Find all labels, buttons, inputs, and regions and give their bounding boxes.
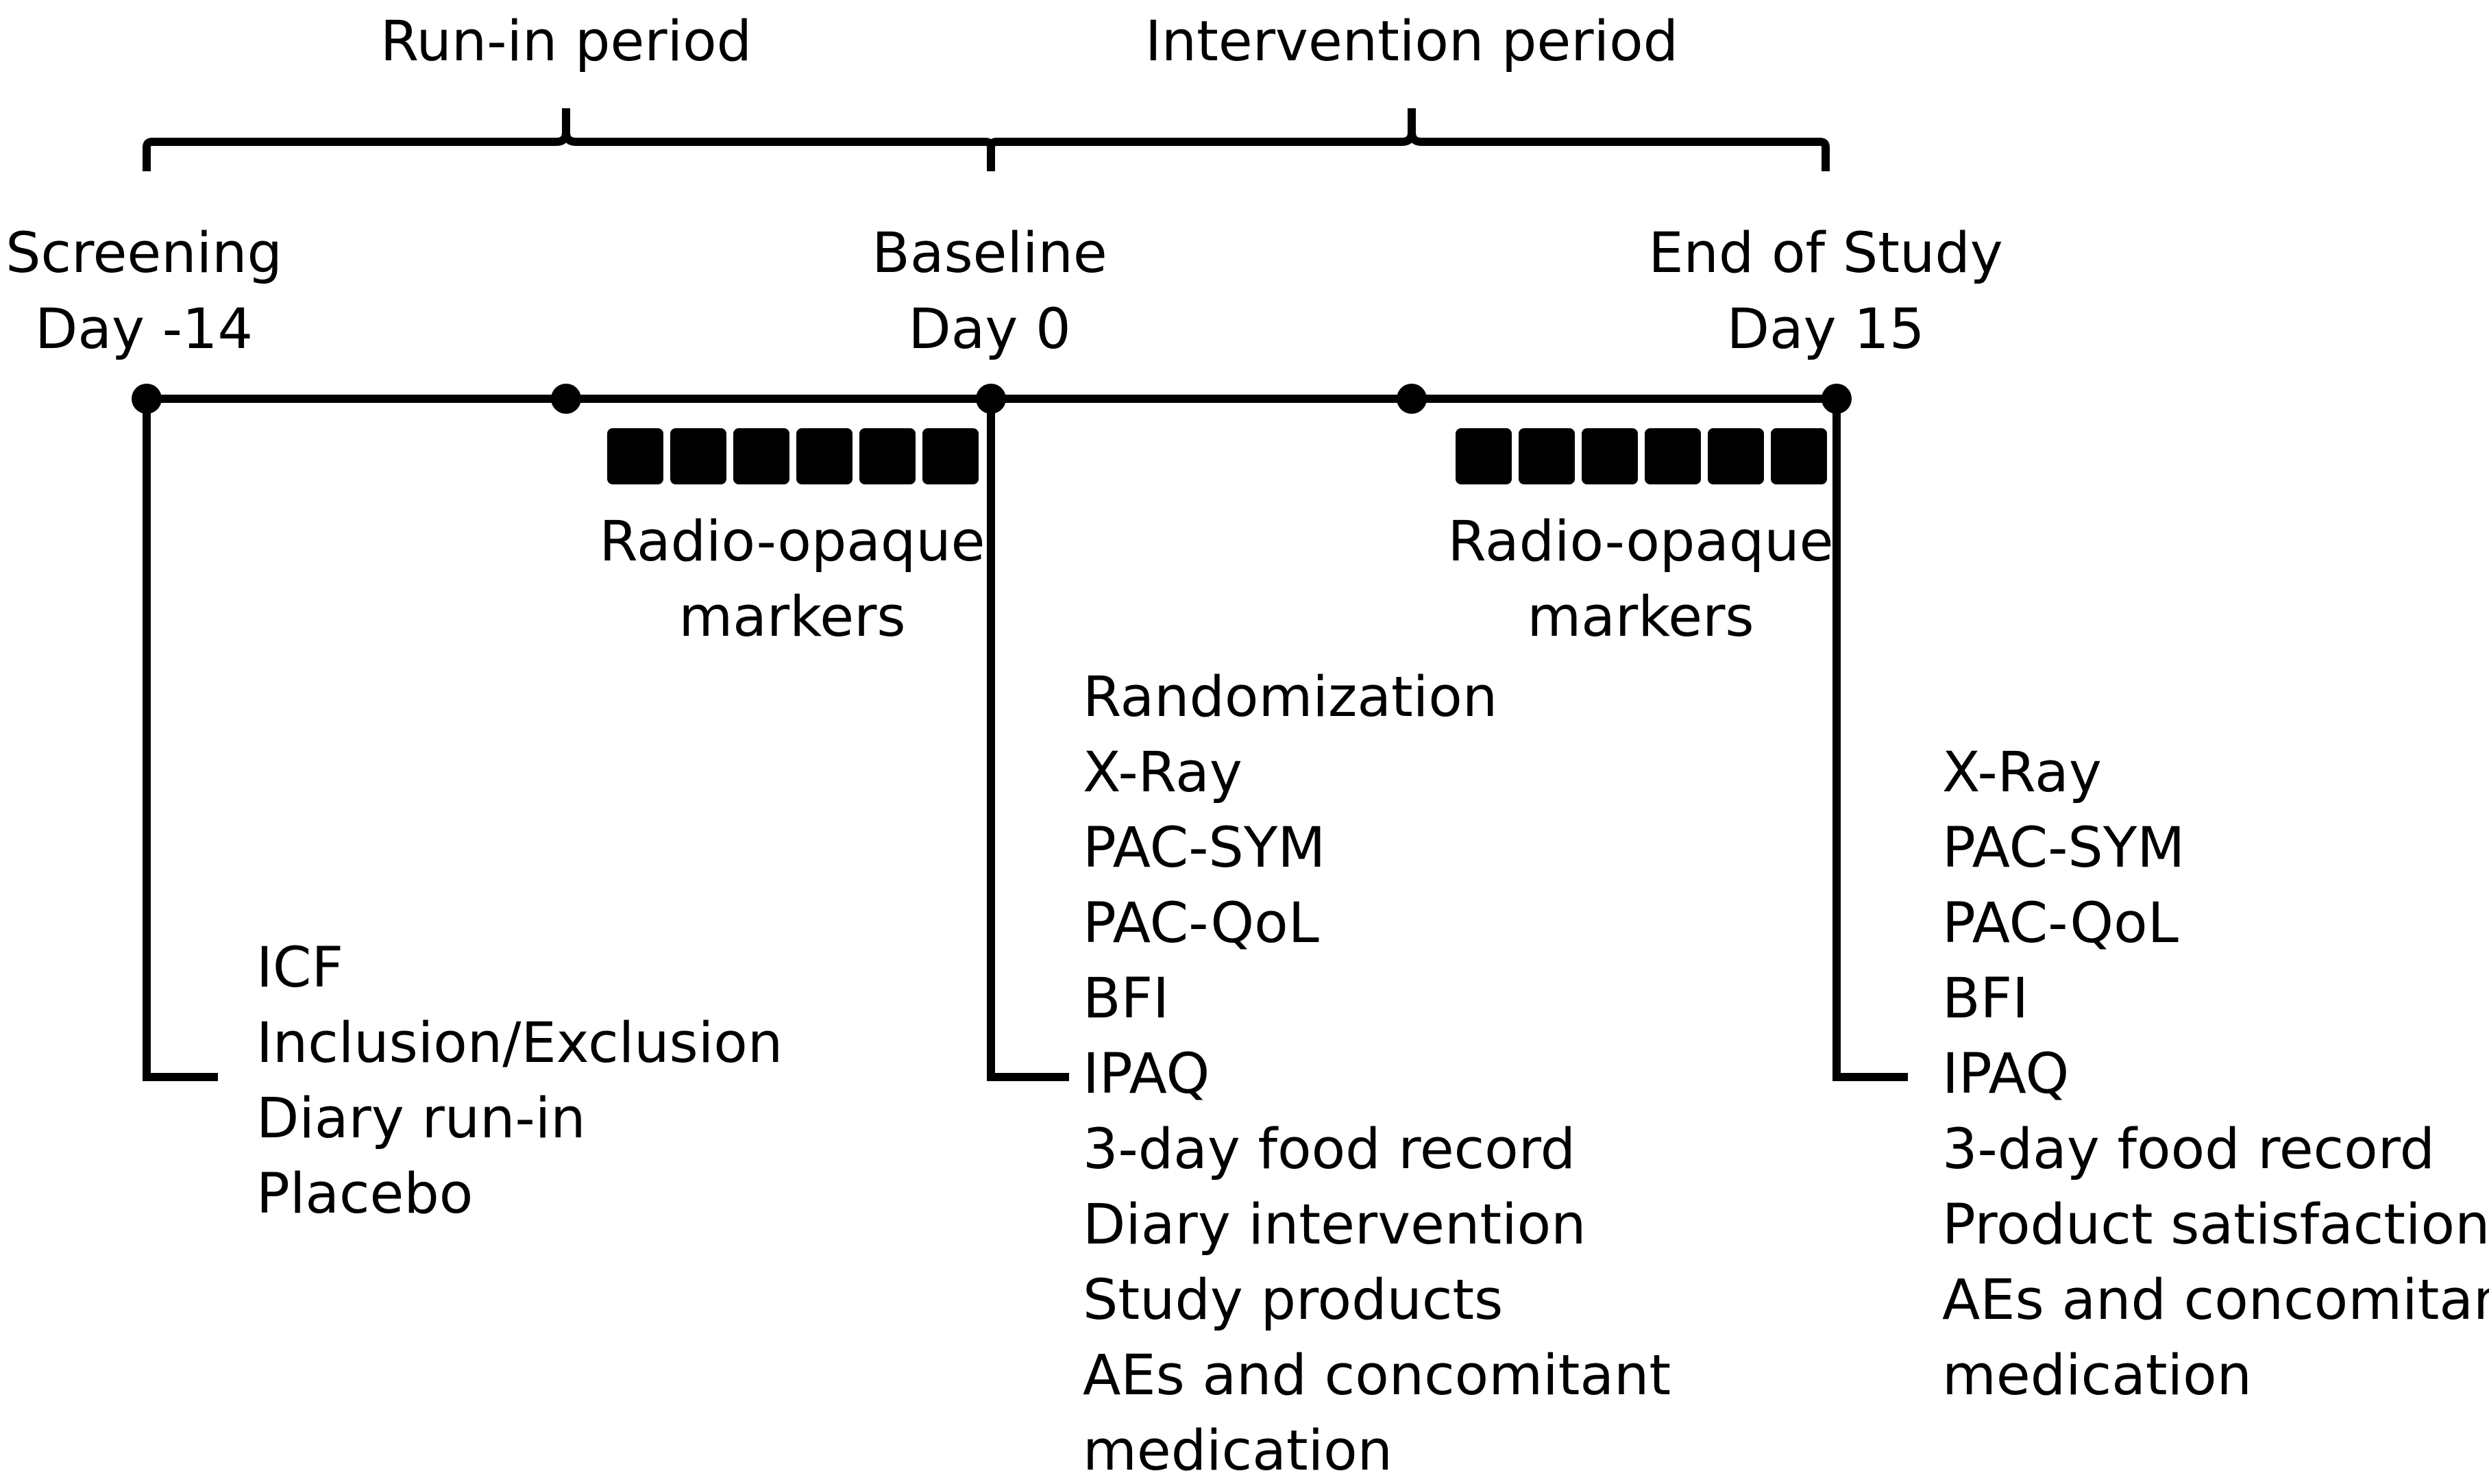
end-of-study-day-label: Day 15 <box>1727 297 1925 362</box>
list-item: IPAQ <box>1083 1042 1210 1106</box>
list-item: BFI <box>1942 967 2028 1031</box>
intervention-marker-square <box>1582 428 1638 484</box>
screening-day-label: Day -14 <box>35 297 253 362</box>
intervention-markers-label-line-1: Radio-opaque <box>1447 510 1833 574</box>
list-item: PAC-SYM <box>1942 816 2185 880</box>
list-item: Diary run-in <box>256 1087 586 1151</box>
list-item: 3-day food record <box>1942 1117 2435 1182</box>
list-item: medication <box>1083 1419 1393 1483</box>
run-in-markers-label-line-1: Radio-opaque <box>599 510 985 574</box>
intervention-marker-squares <box>1456 428 1827 484</box>
list-item: Product satisfaction <box>1942 1193 2489 1257</box>
end-of-study-connector <box>1832 399 1908 1081</box>
run-in-marker-square <box>859 428 916 484</box>
run-in-midpoint-dot <box>551 384 581 414</box>
list-item: PAC-SYM <box>1083 816 1325 880</box>
list-item: medication <box>1942 1344 2252 1408</box>
screening-label: Screening <box>5 221 282 286</box>
intervention-marker-square <box>1771 428 1827 484</box>
list-item: Randomization <box>1083 665 1497 730</box>
run-in-marker-square <box>922 428 979 484</box>
list-item: Placebo <box>256 1162 473 1226</box>
intervention-markers-label-line-2: markers <box>1527 585 1754 650</box>
run-in-marker-square <box>670 428 726 484</box>
baseline-label: Baseline <box>872 221 1107 286</box>
list-item: 3-day food record <box>1083 1117 1575 1182</box>
baseline-day-label: Day 0 <box>908 297 1070 362</box>
screening-connector <box>143 399 218 1081</box>
end-of-study-label: End of Study <box>1648 221 2002 286</box>
intervention-marker-square <box>1456 428 1512 484</box>
intervention-period-label: Intervention period <box>1145 10 1678 74</box>
list-item: AEs and concomitant <box>1083 1344 1671 1408</box>
baseline-connector <box>987 399 1069 1081</box>
list-item: Inclusion/Exclusion <box>256 1011 783 1076</box>
run-in-period-label: Run-in period <box>380 10 752 74</box>
list-item: PAC-QoL <box>1942 891 2179 956</box>
intervention-marker-square <box>1519 428 1575 484</box>
intervention-period-brace <box>987 108 1830 171</box>
intervention-midpoint-dot <box>1397 384 1427 414</box>
run-in-marker-square <box>733 428 789 484</box>
list-item: ICF <box>256 936 343 1000</box>
list-item: Study products <box>1083 1268 1503 1333</box>
run-in-marker-squares <box>607 428 979 484</box>
intervention-marker-square <box>1708 428 1764 484</box>
list-item: Diary intervention <box>1083 1193 1586 1257</box>
run-in-marker-square <box>607 428 663 484</box>
list-item: AEs and concomitant <box>1942 1268 2489 1333</box>
intervention-marker-square <box>1645 428 1701 484</box>
list-item: X-Ray <box>1942 741 2102 805</box>
list-item: PAC-QoL <box>1083 891 1319 956</box>
run-in-markers-label-line-2: markers <box>678 585 905 650</box>
list-item: X-Ray <box>1083 741 1242 805</box>
list-item: BFI <box>1083 967 1169 1031</box>
list-item: IPAQ <box>1942 1042 2069 1106</box>
run-in-period-brace <box>143 108 995 171</box>
run-in-marker-square <box>796 428 853 484</box>
